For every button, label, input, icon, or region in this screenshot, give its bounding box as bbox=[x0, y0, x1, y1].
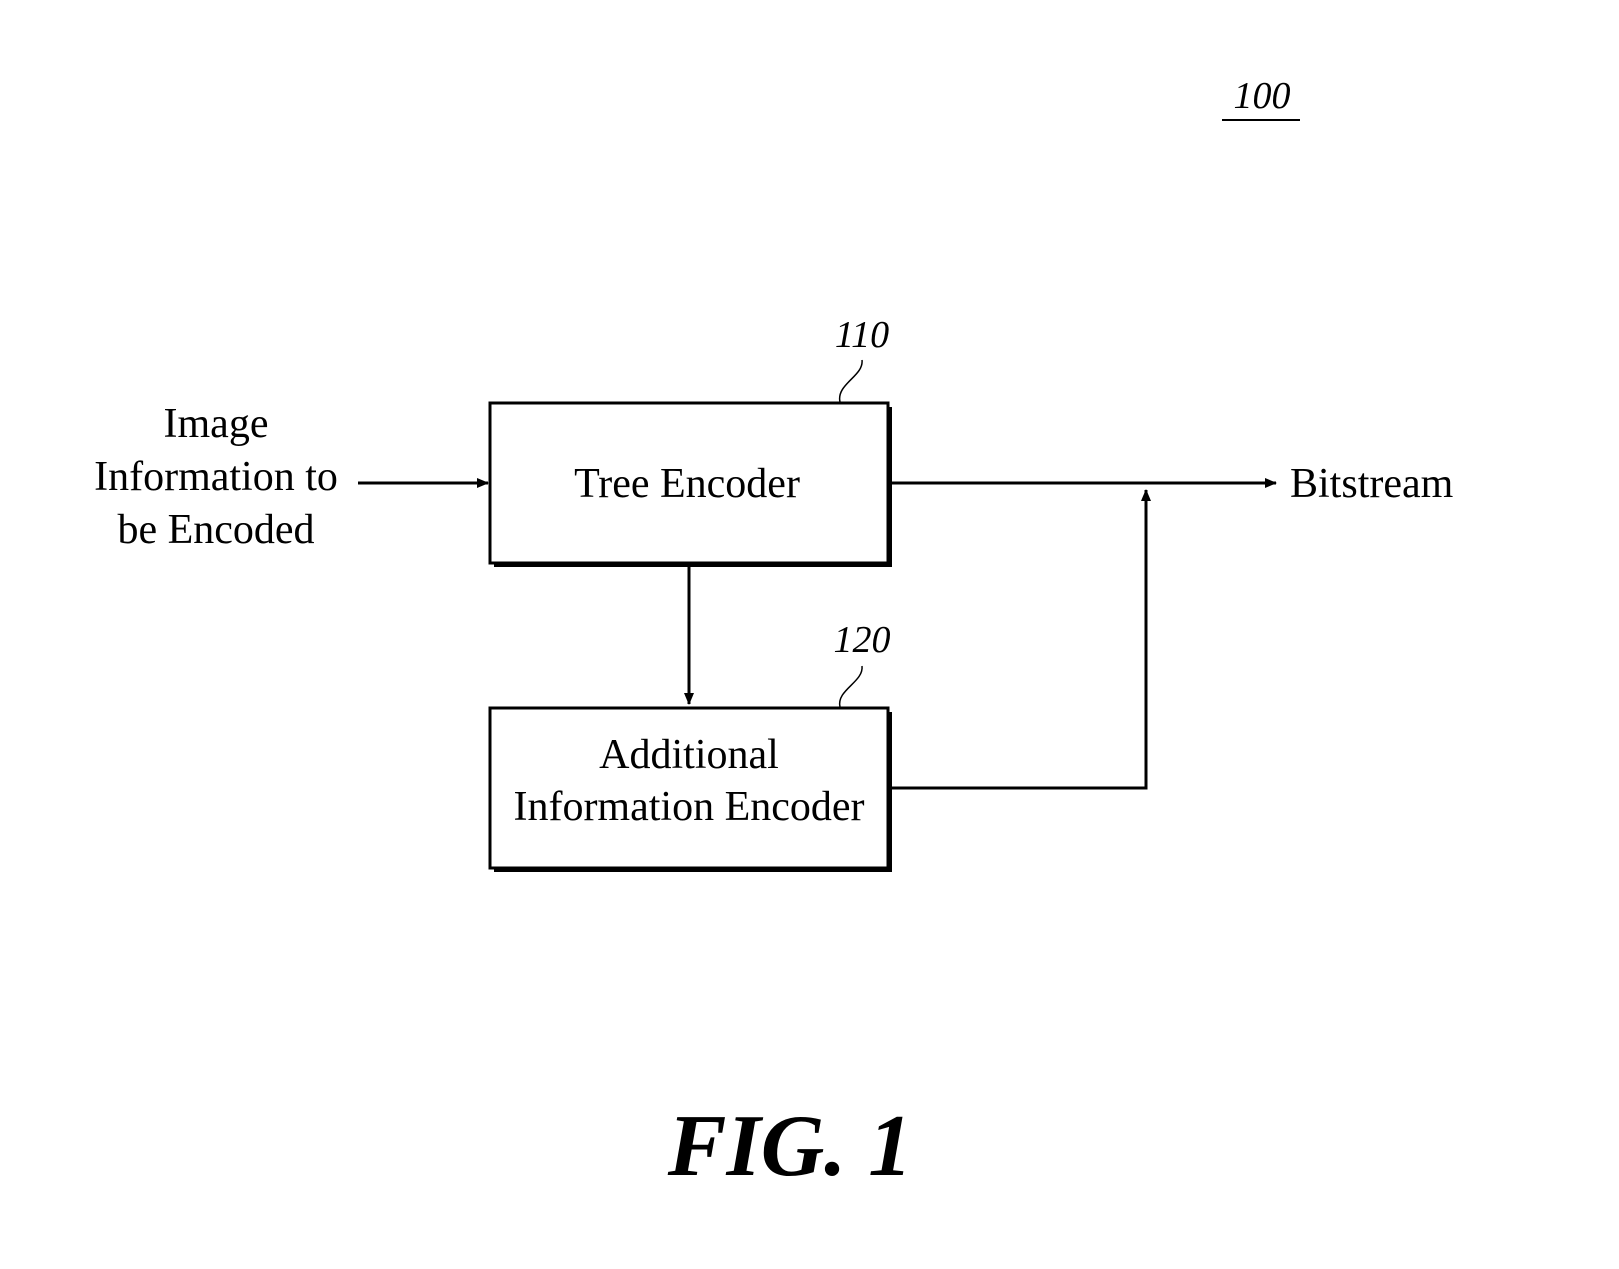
additional-encoder-ref-number: 120 bbox=[834, 619, 891, 661]
system-ref-number: 100 bbox=[1234, 75, 1291, 117]
input-label-line-2: Information to bbox=[94, 454, 338, 500]
output-label: Bitstream bbox=[1290, 461, 1454, 507]
tree-encoder-ref-number: 110 bbox=[835, 314, 889, 356]
input-label-line-1: Image bbox=[164, 401, 269, 447]
tree-encoder-ref-leader bbox=[840, 360, 862, 402]
additional-information-encoder-block: Additional Information Encoder bbox=[490, 708, 892, 872]
additional-encoder-label-line-1: Additional bbox=[599, 732, 779, 778]
additional-encoder-label-line-2: Information Encoder bbox=[513, 784, 864, 830]
figure-caption: FIG. 1 bbox=[667, 1098, 913, 1195]
additional-to-output-arrow bbox=[892, 490, 1146, 788]
additional-encoder-ref-leader bbox=[840, 666, 862, 707]
tree-encoder-label: Tree Encoder bbox=[574, 461, 800, 507]
input-label-line-3: be Encoded bbox=[117, 507, 314, 553]
tree-encoder-block: Tree Encoder bbox=[490, 403, 892, 567]
